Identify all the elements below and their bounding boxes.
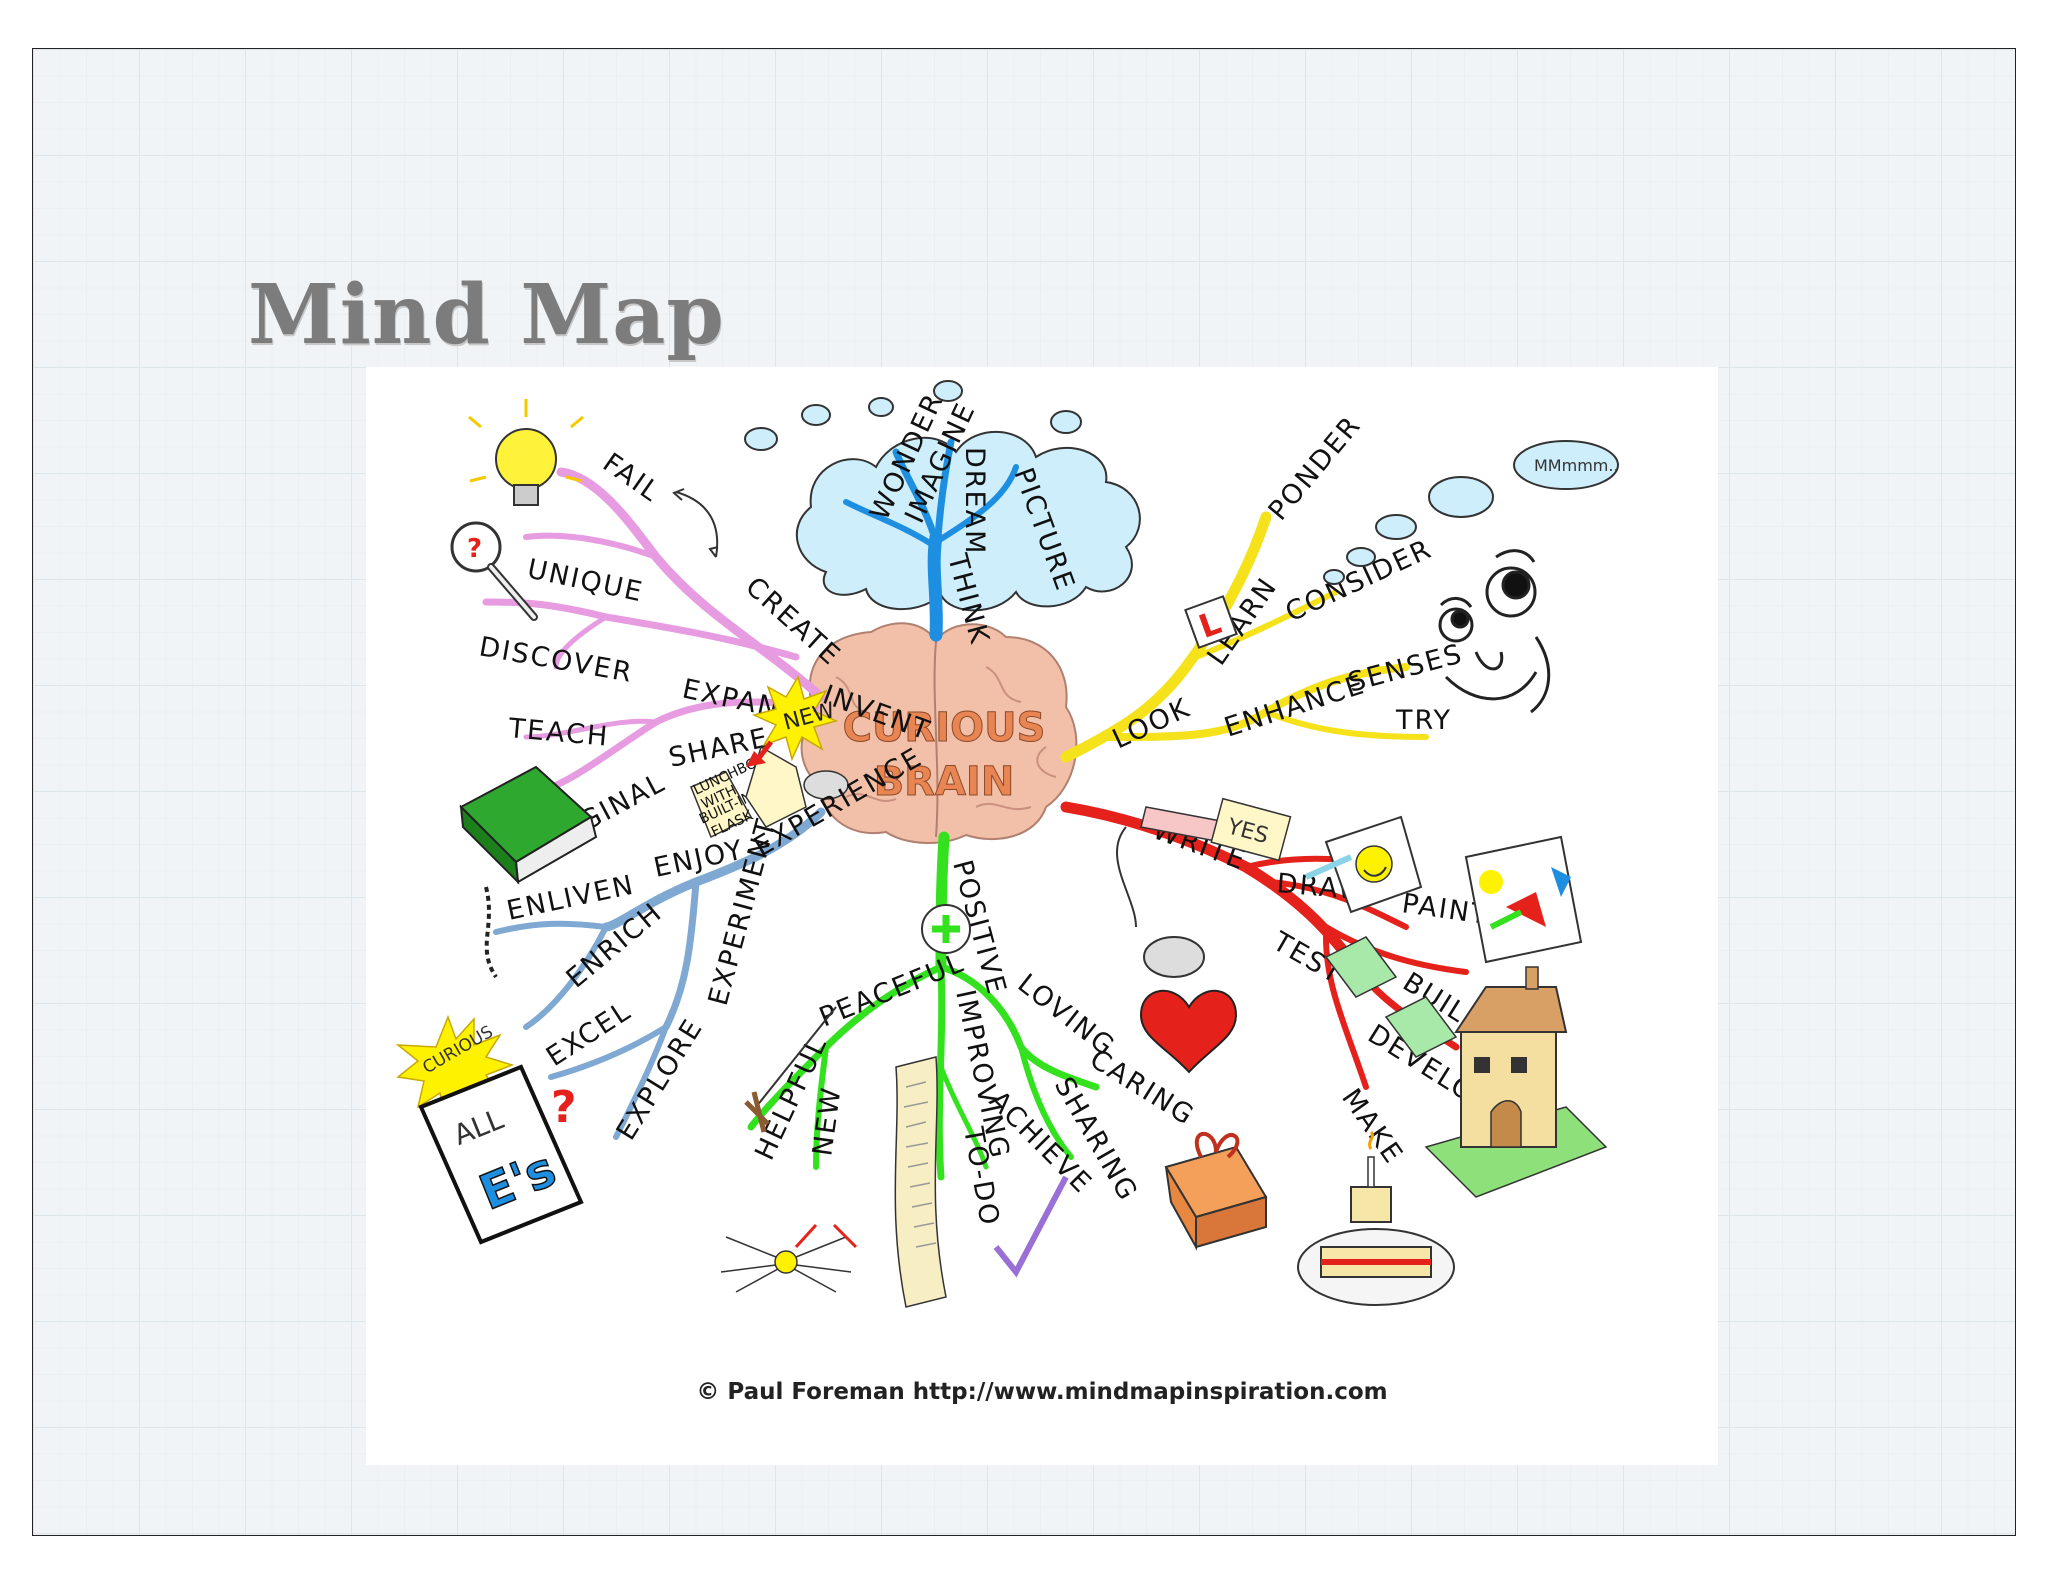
plus-icon xyxy=(921,904,971,954)
painting-icon xyxy=(1464,835,1583,964)
brain-icon: CURIOUS BRAIN xyxy=(800,622,1078,844)
mouse-icon xyxy=(1116,826,1205,978)
credit-line: © Paul Foreman http://www.mindmapinspira… xyxy=(696,1379,1388,1405)
thought-bubble-icon: MMmmm.. xyxy=(1323,440,1619,585)
book-icon xyxy=(459,765,598,979)
gift-icon xyxy=(1164,1131,1268,1251)
branch-word: DISCOVER xyxy=(477,631,636,689)
branch-word: UNIQUE xyxy=(525,554,647,609)
heart-icon xyxy=(1139,989,1238,1074)
sword-icon xyxy=(744,1006,837,1133)
all-es-card-icon: ALL E's ? xyxy=(418,1064,584,1245)
yellow-branch xyxy=(1060,511,1429,763)
checkmark-icon xyxy=(993,1175,1069,1278)
green-branch xyxy=(747,831,1100,1181)
center-label-line1: CURIOUS xyxy=(843,705,1046,751)
thought-bubble-text: MMmmm.. xyxy=(1534,456,1619,475)
branch-word: PONDER xyxy=(1263,410,1368,527)
center-label-line2: BRAIN xyxy=(874,759,1015,805)
branch-word: PEACEFUL xyxy=(815,947,969,1033)
blue-branch xyxy=(843,438,1019,642)
spider-icon xyxy=(720,1223,858,1293)
cycle-arrow xyxy=(675,491,719,558)
branch-word: TRY xyxy=(1395,705,1452,736)
lightbulb-icon xyxy=(468,399,584,506)
mind-map-illustration: CURIOUS BRAIN WONDER IMAGINE DREAM PICTU… xyxy=(395,380,1619,1308)
cake-icon xyxy=(1297,1130,1455,1306)
magnifier-icon: ? xyxy=(450,521,538,621)
slide-background: Mind Map CURIOUS BRAIN xyxy=(32,48,2016,1536)
mind-map-panel: CURIOUS BRAIN WONDER IMAGINE DREAM PICTU… xyxy=(366,367,1718,1465)
grid-icon xyxy=(1324,936,1458,1058)
face-icon xyxy=(1438,549,1551,714)
svg-text:?: ? xyxy=(467,534,482,564)
cycle-arrowheads xyxy=(672,488,719,558)
branch-word: SENSES xyxy=(1345,638,1467,698)
branch-word: TEACH xyxy=(506,713,610,753)
smiley-paper-icon xyxy=(1304,815,1423,914)
pencil-icon: YES xyxy=(1140,797,1292,862)
l-plate-icon: L xyxy=(1184,595,1238,649)
branch-word: NEW xyxy=(807,1084,847,1158)
scroll-icon xyxy=(894,1056,947,1308)
branch-word: EXCEL xyxy=(541,995,637,1072)
branch-word: DREAM xyxy=(959,447,990,555)
steel-branch xyxy=(493,807,826,1140)
house-icon xyxy=(1424,966,1608,1198)
question-mark-icon: ? xyxy=(551,1082,577,1133)
slide-title: Mind Map xyxy=(248,267,725,363)
